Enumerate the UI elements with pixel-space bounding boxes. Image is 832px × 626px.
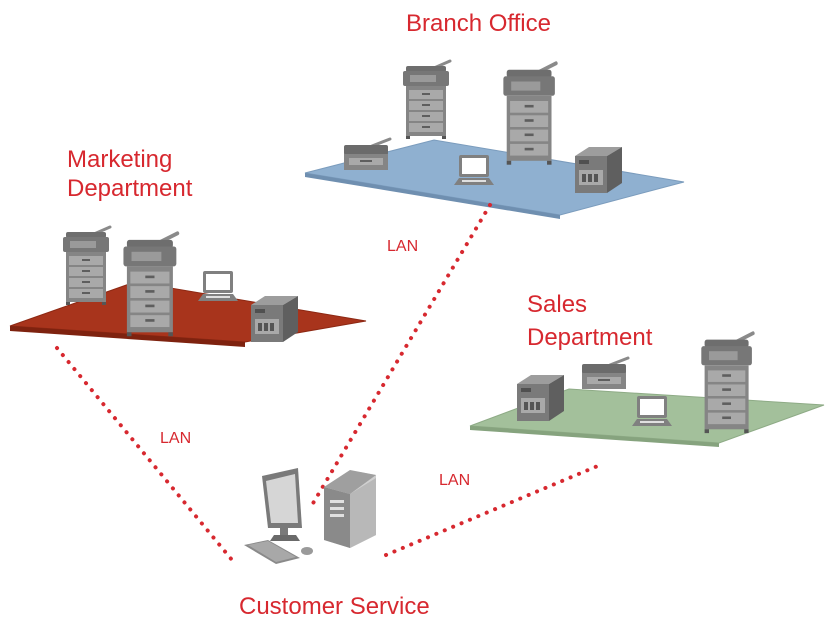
pc-tower-icon bbox=[324, 470, 376, 548]
keyboard-icon bbox=[244, 540, 300, 564]
ticket-printer-icon bbox=[575, 147, 622, 193]
sales-floor-edge bbox=[470, 426, 719, 447]
sales-label-line1: Sales bbox=[527, 291, 588, 318]
laptop-icon bbox=[453, 154, 495, 186]
lan-label-marketing: LAN bbox=[160, 430, 192, 447]
mouse-icon bbox=[301, 547, 313, 555]
customer-service-label: Customer Service bbox=[239, 593, 430, 620]
ticket-printer-icon bbox=[251, 296, 298, 342]
monitor-icon bbox=[262, 468, 302, 541]
sales-label-line2: Department bbox=[527, 324, 653, 351]
laptop-icon bbox=[197, 270, 239, 302]
mfp-printer-icon bbox=[121, 231, 180, 339]
mfp-printer-icon bbox=[501, 61, 558, 167]
marketing-label-line2: Department bbox=[67, 175, 193, 202]
branch-office-label: Branch Office bbox=[406, 10, 551, 37]
ticket-printer-icon bbox=[517, 375, 564, 421]
lan-label-branch: LAN bbox=[387, 238, 419, 255]
marketing-label-line1: Marketing bbox=[67, 146, 173, 173]
lan-label-sales: LAN bbox=[439, 472, 471, 489]
lan-link-branch bbox=[310, 203, 492, 507]
marketing-floor-edge bbox=[10, 326, 245, 347]
desktop-printer-icon bbox=[580, 356, 630, 391]
lan-link-marketing bbox=[55, 346, 234, 562]
laptop-icon bbox=[631, 395, 673, 427]
lan-link-sales bbox=[384, 463, 602, 557]
mfp-printer-icon bbox=[699, 331, 755, 436]
mfp-printer-icon bbox=[401, 59, 452, 141]
desktop-printer-icon bbox=[342, 137, 392, 172]
branch-office-floor-edge bbox=[305, 173, 560, 219]
mfp-printer-icon bbox=[61, 225, 112, 307]
